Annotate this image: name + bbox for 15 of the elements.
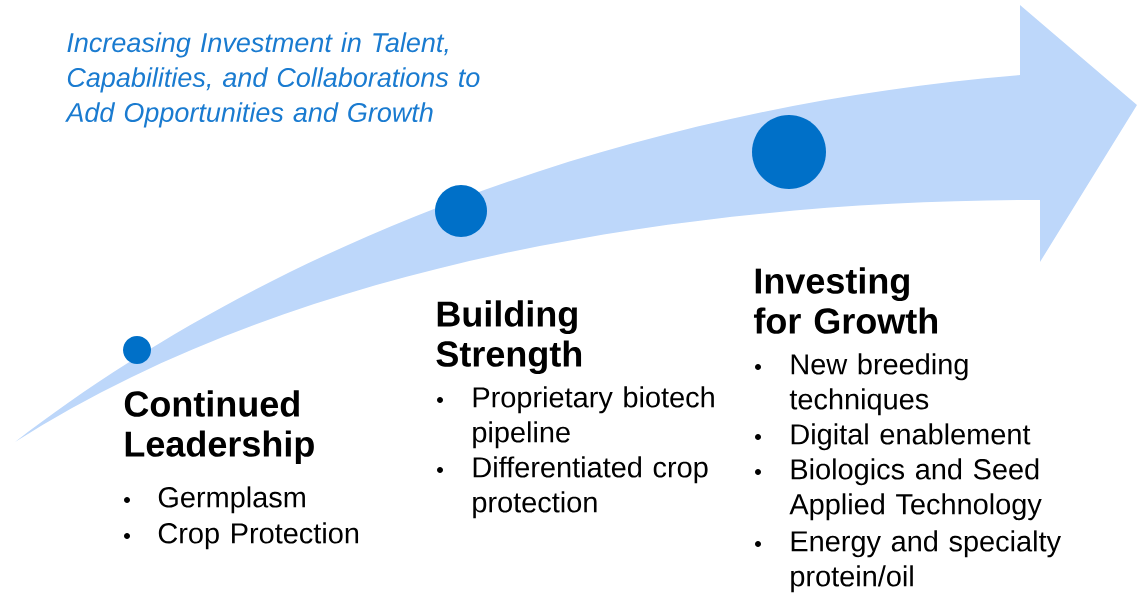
bullet-item: Energy and specialty protein/oil bbox=[791, 530, 1061, 593]
milestone-dot bbox=[435, 185, 487, 237]
bullet-item: Proprietary biotech pipeline bbox=[473, 386, 714, 449]
milestone-dot bbox=[752, 115, 826, 189]
bullet-item: Digital enablement bbox=[791, 423, 1031, 451]
bullet-item: New breeding techniques bbox=[789, 353, 968, 416]
stage-heading: Continued Leadership bbox=[124, 390, 314, 464]
bullet-item: Biologics and Seed Applied Technology bbox=[789, 458, 1042, 521]
milestone-dot bbox=[123, 336, 151, 364]
stage-heading: Investing for Growth bbox=[753, 267, 937, 334]
title: Increasing Investment in Talent, Capabilities, and Collaborations to Add Opportunities and Growth bbox=[65, 32, 480, 128]
bullet-item: Differentiated crop protection bbox=[473, 456, 708, 519]
bullet-item: Germplasm bbox=[158, 486, 305, 514]
stage-heading: Building Strength bbox=[436, 300, 582, 375]
bullet-item: Crop Protection bbox=[158, 522, 359, 550]
